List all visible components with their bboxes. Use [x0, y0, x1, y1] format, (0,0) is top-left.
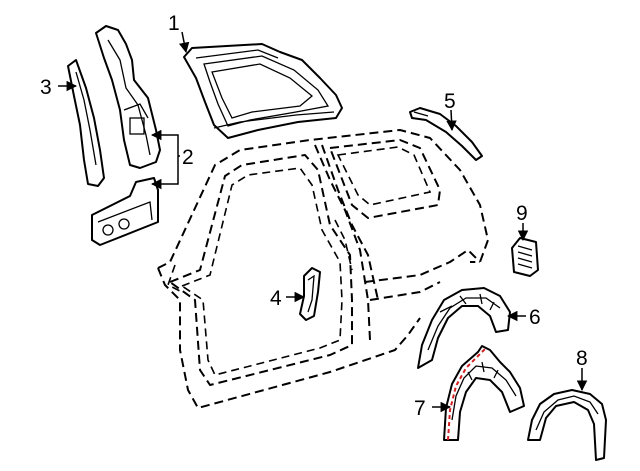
leader-2-bracket: [160, 134, 179, 185]
part-2-pillar-assembly: [91, 25, 161, 246]
callout-7: 7: [414, 397, 426, 420]
leader-5: [446, 109, 457, 132]
part-1-quarter-inner-panel: [183, 43, 343, 139]
callout-2: 2: [182, 146, 194, 169]
body-side-outline: [157, 129, 489, 409]
part-9-vent-grille: [511, 237, 539, 277]
callout-9: 9: [516, 202, 528, 225]
callout-8: 8: [576, 347, 588, 370]
callout-labels: 1 2 3 4 5 6 7 8 9: [40, 12, 588, 420]
part-5-roof-molding: [409, 107, 483, 161]
part-3-narrow-pillar: [67, 59, 105, 187]
callout-1: 1: [168, 12, 180, 35]
leader-1: [178, 31, 190, 54]
part-6-wheelhouse-liner: [417, 287, 511, 369]
part-8-fender-arch-trim: [527, 389, 607, 461]
part-4-bracket: [299, 267, 321, 321]
callout-3: 3: [40, 76, 52, 99]
callout-6: 6: [529, 306, 541, 329]
part-7-splash-shield: [443, 345, 525, 441]
callout-4: 4: [270, 287, 282, 310]
leader-lines: [58, 31, 588, 413]
callout-5: 5: [444, 90, 456, 113]
